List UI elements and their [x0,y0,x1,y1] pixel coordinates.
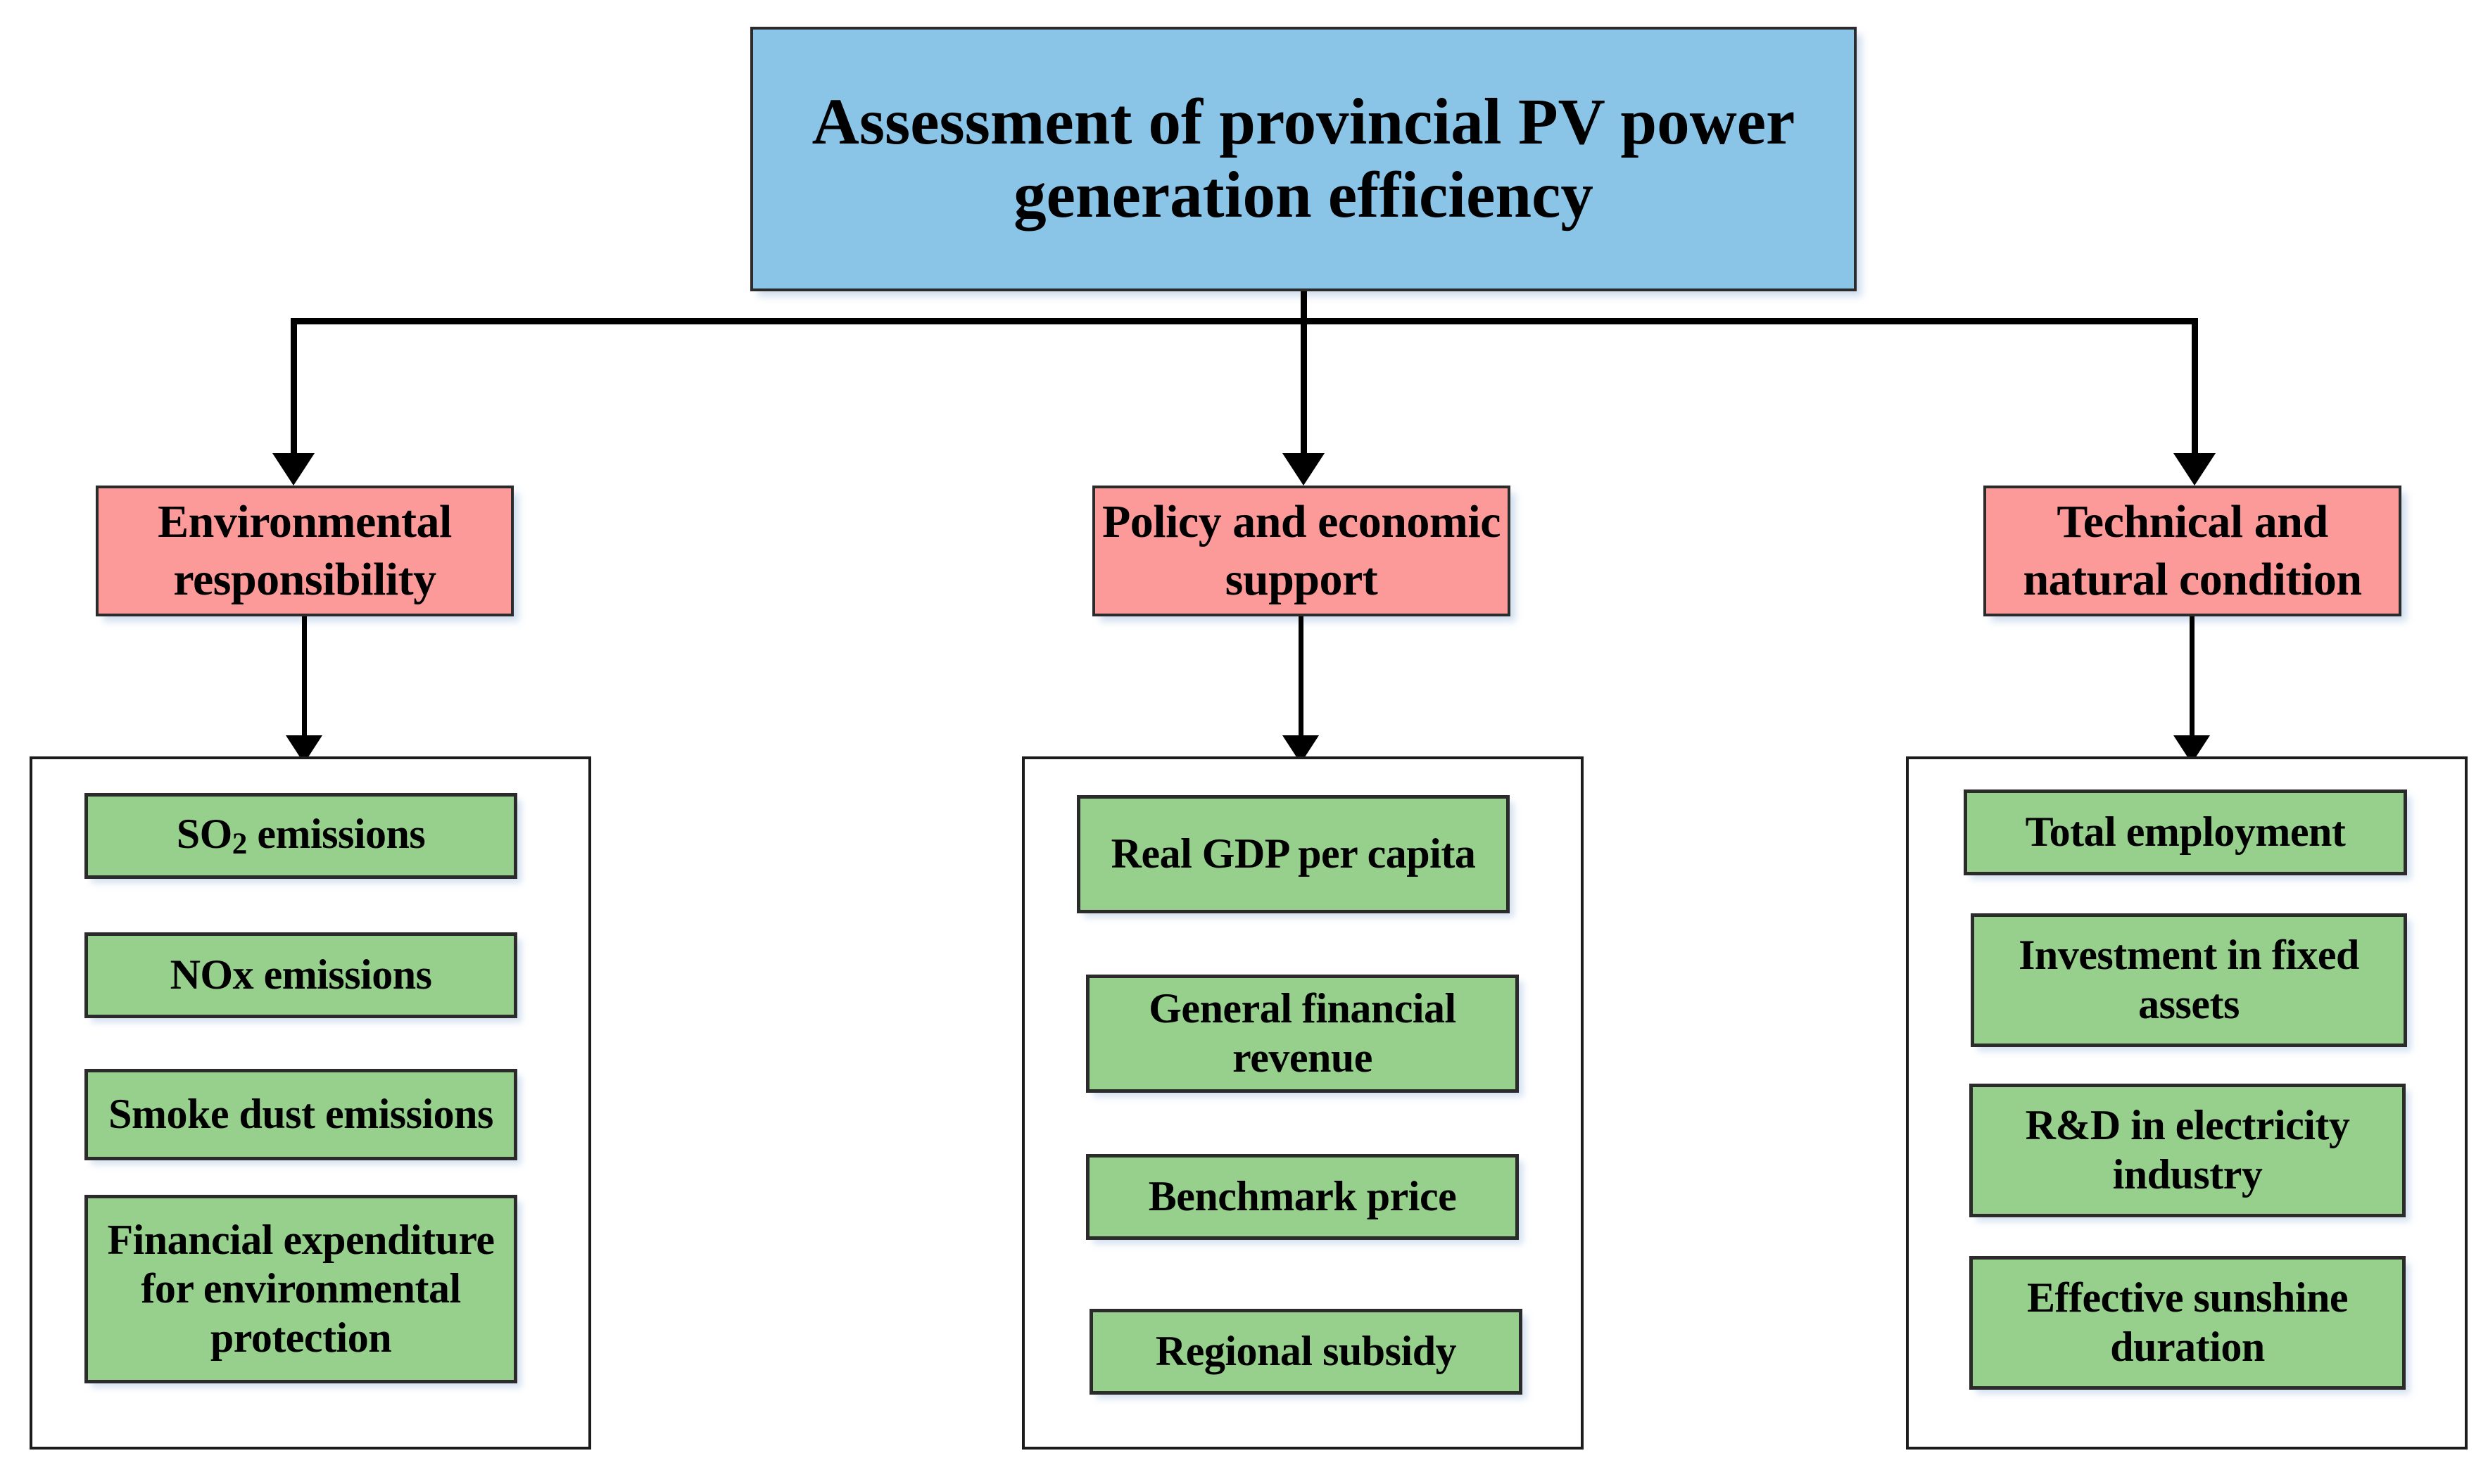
category-label-policy: Policy and economic support [1101,495,1501,606]
leaf-node-nox-emissions[interactable]: NOx emissions [84,932,517,1018]
connector-policy-to-group [1299,616,1303,740]
leaf-label-general-financial-revenue: General financial revenue [1149,985,1456,1081]
leaf-label-benchmark-price: Benchmark price [1148,1173,1457,1220]
leaf-label-regional-subsidy: Regional subsidy [1155,1328,1457,1375]
connector-drop-environmental [291,318,297,456]
category-node-environmental[interactable]: Environmental responsibility [96,486,514,616]
leaf-node-total-employment[interactable]: Total employment [1964,789,2407,875]
arrowhead-environmental [272,453,315,486]
connector-horizontal-bus [291,318,2198,324]
leaf-label-rd-electricity-industry: R&D in electricity industry [2025,1102,2350,1198]
arrowhead-policy [1282,453,1325,486]
leaf-label-financial-expenditure: Financial expenditure for environmental … [107,1216,495,1361]
leaf-node-financial-expenditure[interactable]: Financial expenditure for environmental … [84,1195,517,1383]
leaf-node-investment-fixed-assets[interactable]: Investment in fixed assets [1971,913,2407,1047]
leaf-node-effective-sunshine-duration[interactable]: Effective sunshine duration [1969,1256,2406,1390]
leaf-node-benchmark-price[interactable]: Benchmark price [1086,1154,1519,1240]
root-node-label: Assessment of provincial PV power genera… [812,85,1795,232]
leaf-label-effective-sunshine-duration: Effective sunshine duration [2027,1274,2349,1370]
leaf-label-total-employment: Total employment [2025,808,2346,856]
category-label-environmental: Environmental responsibility [158,495,452,606]
leaf-node-so2-emissions[interactable]: SO2 emissions [84,793,517,879]
leaf-node-regional-subsidy[interactable]: Regional subsidy [1090,1309,1522,1395]
leaf-node-real-gdp-per-capita[interactable]: Real GDP per capita [1077,795,1510,913]
category-label-technical: Technical and natural condition [2023,495,2362,606]
leaf-label-real-gdp-per-capita: Real GDP per capita [1111,830,1476,877]
category-node-policy[interactable]: Policy and economic support [1092,486,1510,616]
leaf-label-investment-fixed-assets: Investment in fixed assets [2019,932,2359,1027]
leaf-node-smoke-dust-emissions[interactable]: Smoke dust emissions [84,1069,517,1160]
leaf-node-general-financial-revenue[interactable]: General financial revenue [1086,975,1519,1093]
connector-drop-policy [1301,318,1307,456]
leaf-label-so2-emissions: SO2 emissions [176,811,426,861]
arrowhead-technical [2173,453,2216,486]
root-node-assessment[interactable]: Assessment of provincial PV power genera… [750,27,1857,291]
connector-root-stem [1301,291,1307,324]
connector-environmental-to-group [302,616,307,740]
leaf-label-smoke-dust-emissions: Smoke dust emissions [108,1091,493,1138]
connector-drop-technical [2192,318,2198,456]
category-node-technical[interactable]: Technical and natural condition [1983,486,2401,616]
leaf-label-nox-emissions: NOx emissions [170,951,432,998]
connector-technical-to-group [2190,616,2195,740]
leaf-node-rd-electricity-industry[interactable]: R&D in electricity industry [1969,1084,2406,1217]
